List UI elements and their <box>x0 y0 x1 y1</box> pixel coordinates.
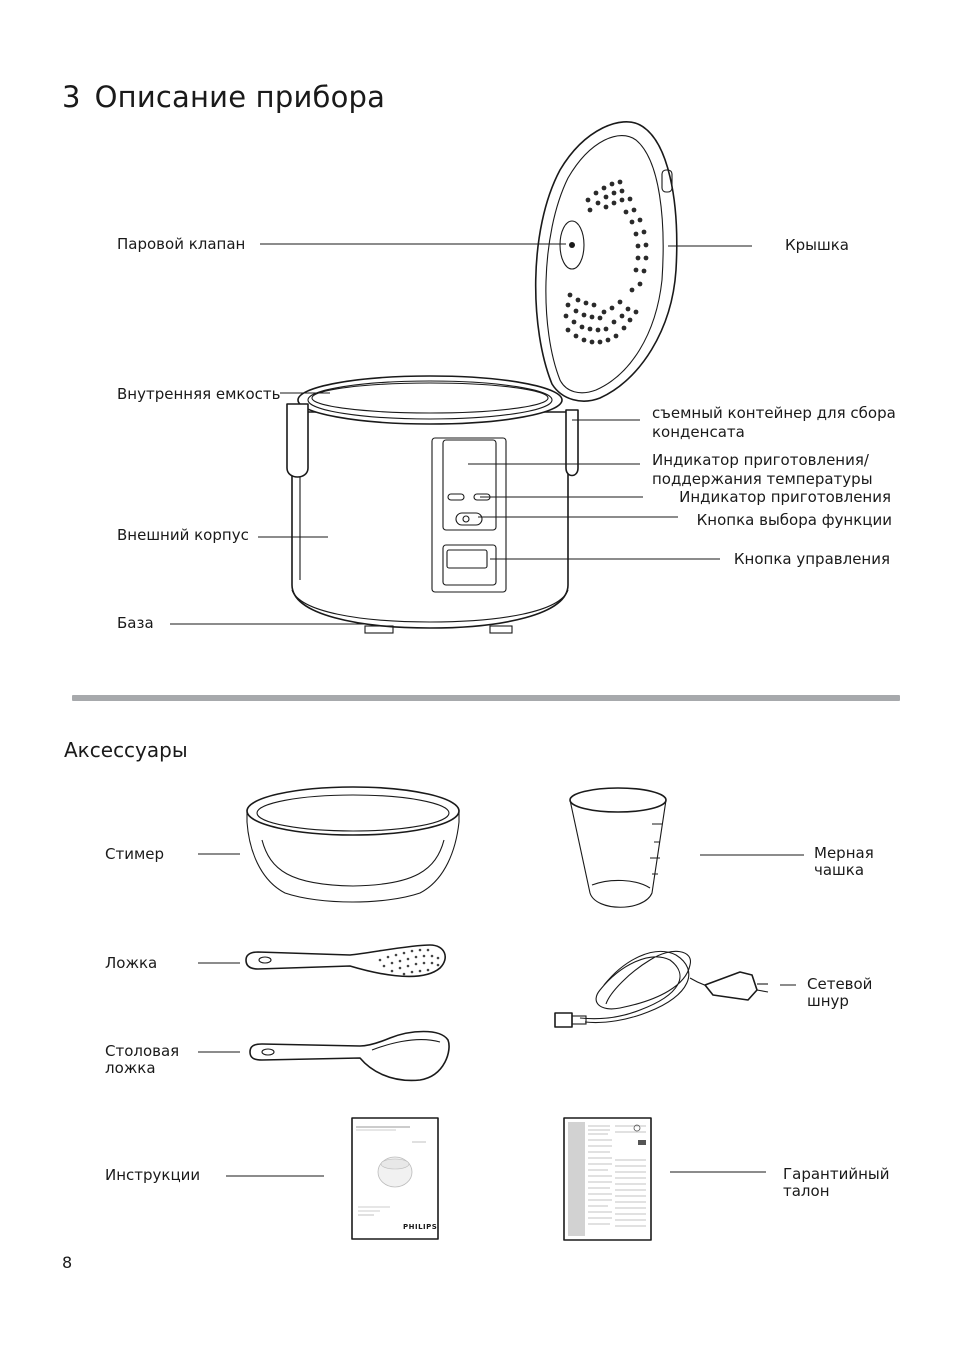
label-power-cord: Сетевой шнур <box>807 976 872 1010</box>
label-cord-line2: шнур <box>807 992 849 1010</box>
label-measuring-cup: Мерная чашка <box>814 845 874 879</box>
label-condensation-line1: съемный контейнер для сбора <box>652 404 896 422</box>
page-title: 3 Описание прибора <box>62 80 385 114</box>
label-outer-body: Внешний корпус <box>117 526 249 544</box>
label-measuring-line1: Мерная <box>814 844 874 862</box>
spoon-illustration <box>245 944 446 978</box>
label-cooking-warm-line1: Индикатор приготовления/ <box>652 451 869 469</box>
label-measuring-line2: чашка <box>814 861 865 879</box>
accessories-heading: Аксессуары <box>64 738 188 762</box>
power-cord-illustration <box>554 950 769 1028</box>
label-lid: Крышка <box>785 236 849 254</box>
rice-cooker-illustration <box>286 121 678 634</box>
cooker-body-illustration <box>286 375 579 634</box>
label-warranty-card: Гарантийный талон <box>783 1166 890 1200</box>
section-divider <box>72 695 900 701</box>
label-ladle-line2: ложка <box>105 1059 156 1077</box>
section-number: 3 <box>62 80 81 114</box>
label-inner-pot: Внутренняя емкость <box>117 385 281 403</box>
label-cooking-indicator: Индикатор приготовления <box>679 488 891 506</box>
label-spoon: Ложка <box>105 954 158 972</box>
label-condensation-container: съемный контейнер для сбора конденсата <box>652 404 896 442</box>
label-cord-line1: Сетевой <box>807 975 873 993</box>
label-ladle-line1: Столовая <box>105 1042 180 1060</box>
label-base: База <box>117 614 154 632</box>
lid-illustration <box>534 121 678 402</box>
label-warranty-line1: Гарантийный <box>783 1165 890 1183</box>
measuring-cup-illustration <box>569 787 667 908</box>
ladle-illustration <box>249 1030 450 1082</box>
section-title: Описание прибора <box>94 80 386 114</box>
page-number: 8 <box>62 1253 73 1272</box>
label-control-button: Кнопка управления <box>733 550 890 568</box>
label-steamer: Стимер <box>105 845 165 863</box>
manual-illustration <box>351 1117 439 1240</box>
label-manual: Инструкции <box>105 1166 201 1184</box>
label-steam-valve: Паровой клапан <box>117 235 246 253</box>
label-cooking-warm-line2: поддержания температуры <box>652 470 873 488</box>
label-cooking-warm-indicator: Индикатор приготовления/ поддержания тем… <box>652 451 873 489</box>
label-warranty-line2: талон <box>783 1182 830 1200</box>
manual-brand-logo: PHILIPS <box>403 1223 438 1231</box>
label-ladle: Столовая ложка <box>105 1043 179 1077</box>
label-function-button: Кнопка выбора функции <box>696 511 892 529</box>
steamer-illustration <box>246 786 460 903</box>
label-condensation-line2: конденсата <box>652 423 745 441</box>
leader-lines <box>170 243 752 625</box>
warranty-card-illustration <box>563 1117 652 1241</box>
